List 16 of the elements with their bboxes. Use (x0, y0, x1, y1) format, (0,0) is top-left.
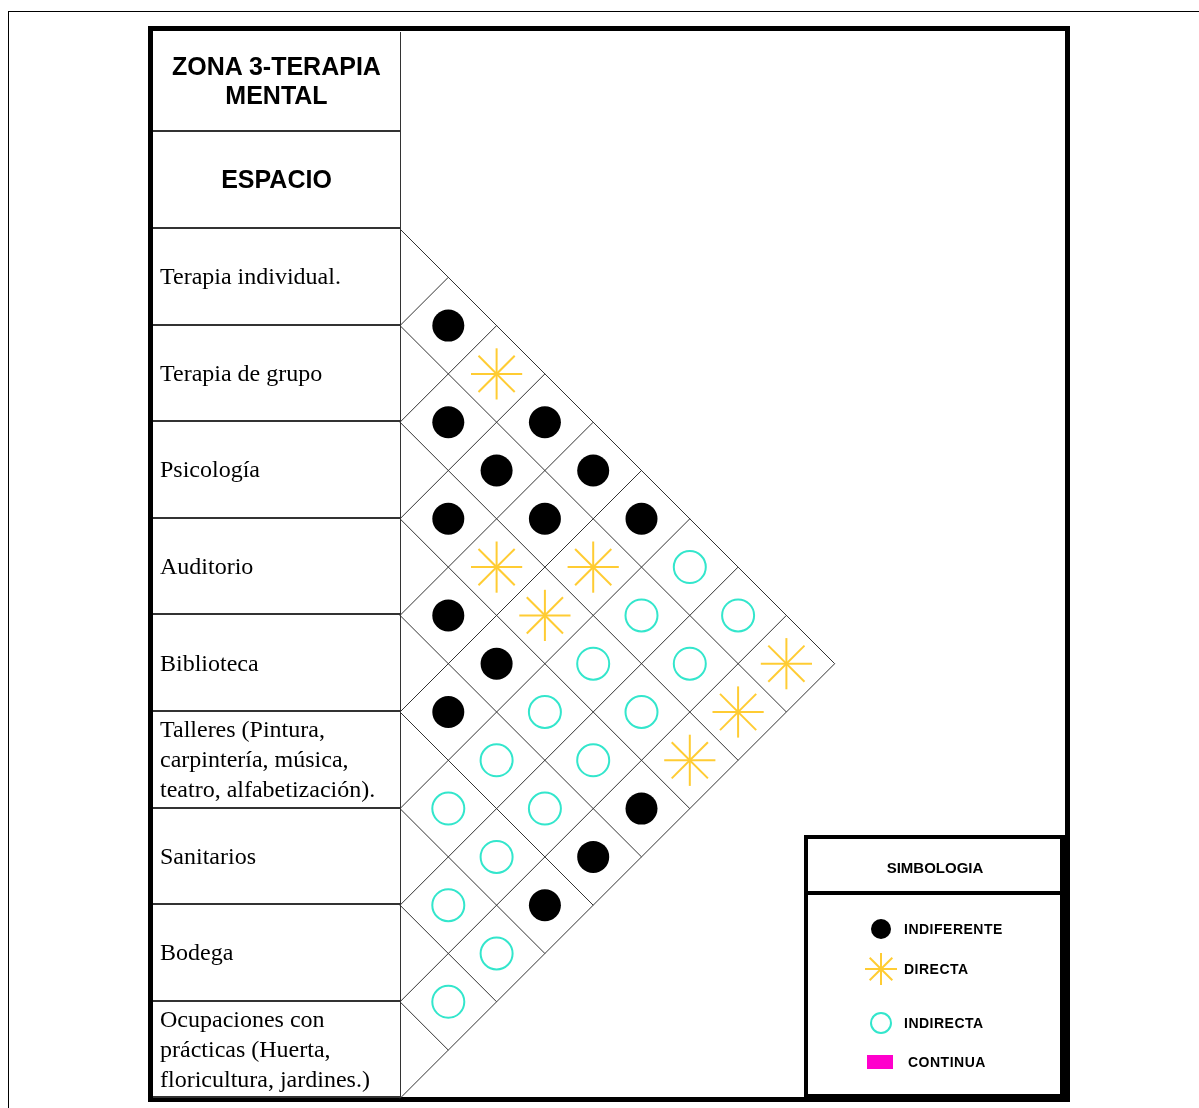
column-header: ESPACIO (153, 132, 401, 229)
space-name: Bodega (153, 905, 401, 1002)
legend-label: CONTINUA (908, 1053, 987, 1072)
legend-label: INDIFERENTE (904, 920, 1004, 939)
space-name: Sanitarios (153, 808, 401, 906)
space-name: Auditorio (153, 518, 401, 616)
space-name: Terapia individual. (153, 229, 401, 326)
space-name: Psicología (153, 422, 401, 519)
space-name: Terapia de grupo (153, 325, 401, 423)
space-name: Biblioteca (153, 615, 401, 712)
space-name: Talleres (Pintura, carpintería, música, teatro, alfabetización). (153, 712, 401, 809)
legend-title: SIMBOLOGIA (885, 857, 985, 878)
legend-label: INDIRECTA (904, 1014, 985, 1033)
legend-label: DIRECTA (904, 960, 970, 979)
table-title: ZONA 3-TERAPIA MENTAL (153, 32, 401, 132)
space-name: Ocupaciones con prácticas (Huerta, floricultura, jardines.) (153, 1001, 401, 1099)
